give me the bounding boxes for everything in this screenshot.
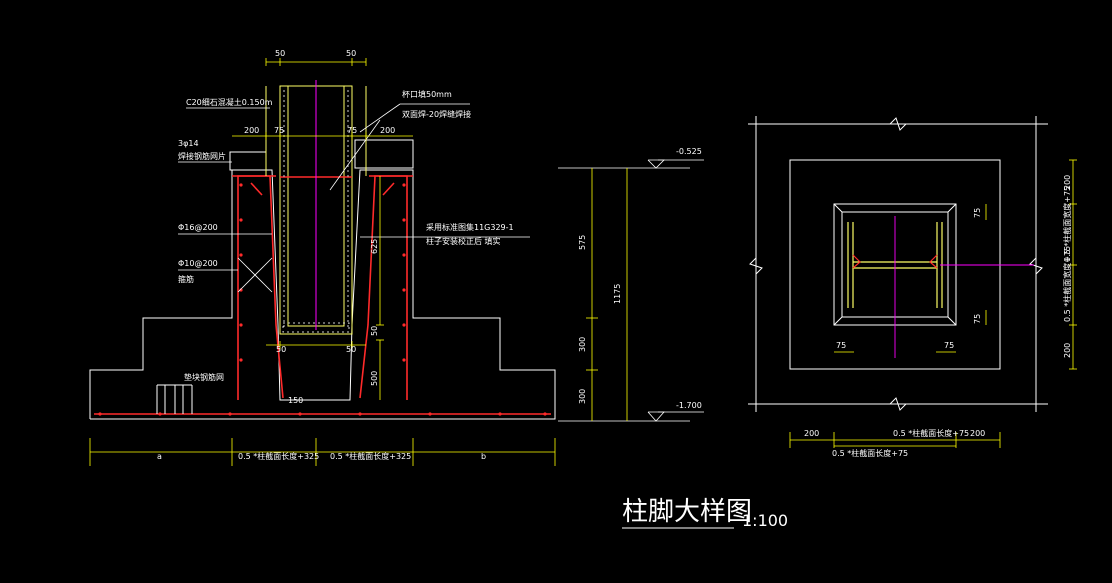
- plan-right-dim-200-bottom: 200: [1063, 343, 1072, 358]
- label-cup-gap: 杯口填50mm: [402, 89, 452, 99]
- dim-top-left: 50: [275, 49, 285, 58]
- plan-right-dim-half-top: 0.5 *柱截面宽度+75: [1062, 186, 1072, 262]
- plan-inner-dim-top: 75: [973, 208, 982, 218]
- dim-bottom-50-right: 50: [346, 345, 356, 354]
- section-texts: 50 50 200 75 75 200 50 50 150 625 50 500…: [157, 49, 514, 461]
- elevation-dim-lines: [586, 168, 628, 421]
- plan-inner-dim-left: 75: [836, 341, 846, 350]
- top-blocks: [229, 139, 414, 171]
- elevation-texts: -0.525 -1.700 575 300 300 1175: [578, 147, 702, 410]
- bottom-label-a: a: [157, 452, 162, 461]
- elev-dim-300-a: 300: [578, 337, 587, 352]
- grout-fill: [282, 90, 350, 333]
- dim-top-right: 50: [346, 49, 356, 58]
- drawing-title: 柱脚大样图: [622, 497, 752, 527]
- label-phi10: Φ10@200: [178, 259, 218, 268]
- dim-50-side: 50: [370, 326, 379, 336]
- label-c20: C20细石混凝土0.150m: [186, 97, 273, 107]
- label-spacer: 垫块钢筋网: [184, 372, 224, 382]
- elevation-lines: [558, 159, 704, 422]
- level-top: -0.525: [676, 147, 702, 156]
- plan-inner-dim-bottom: 75: [973, 314, 982, 324]
- plan-outline: [748, 116, 1048, 412]
- dim-mid-75-left: 75: [274, 126, 284, 135]
- drawing-scale: 1:100: [742, 511, 788, 530]
- anchor-bolts: [156, 384, 193, 414]
- plan-centerlines: [894, 216, 1034, 358]
- dim-625: 625: [370, 239, 379, 254]
- plan-right-dim-half-bottom: 0.5 *柱截面宽度+75: [1062, 246, 1072, 322]
- bottom-label-b: b: [481, 452, 486, 461]
- plan-bottom-dim-half-2: 0.5 *柱截面长度+75: [832, 448, 908, 458]
- plan-bottom-dim-200-left: 200: [804, 429, 819, 438]
- plan-bottom-dim-half: 0.5 *柱截面长度+75: [893, 428, 969, 438]
- label-rebar3: 3φ14: [178, 139, 199, 148]
- foundation-outline: [89, 169, 556, 420]
- plan-dim-lines: [789, 159, 1077, 448]
- dim-150: 150: [288, 396, 303, 405]
- bottom-label-right-half: 0.5 *柱截面长度+325: [330, 451, 411, 461]
- plan-right-dim-200-top: 200: [1063, 175, 1072, 190]
- rebar-cage: [94, 175, 551, 415]
- label-phi10-note: 箍筋: [178, 274, 194, 284]
- leader-lines: [178, 103, 530, 293]
- dim-500: 500: [370, 371, 379, 386]
- label-standard-2: 柱子安装校正后 填实: [426, 236, 501, 246]
- bottom-label-left-half: 0.5 *柱截面长度+325: [238, 451, 319, 461]
- dim-mid-200-right: 200: [380, 126, 395, 135]
- label-cup-fill: 双面焊-20焊缝焊接: [402, 109, 471, 119]
- elev-dim-total: 1175: [613, 284, 622, 304]
- label-phi16: Φ16@200: [178, 223, 218, 232]
- plan-inner-dim-right: 75: [944, 341, 954, 350]
- dim-mid-75-right: 75: [347, 126, 357, 135]
- label-rebar3-note: 焊接钢筋网片: [178, 151, 226, 161]
- plan-bottom-dim-200-right: 200: [970, 429, 985, 438]
- elev-dim-575: 575: [578, 235, 587, 250]
- section-dim-lines: [89, 58, 556, 466]
- elev-dim-300-b: 300: [578, 389, 587, 404]
- label-standard-1: 采用标准图集11G329-1: [426, 222, 514, 232]
- rebar-dots: [98, 183, 547, 416]
- dim-mid-200-left: 200: [244, 126, 259, 135]
- dim-bottom-50-left: 50: [276, 345, 286, 354]
- level-bottom: -1.700: [676, 401, 702, 410]
- plan-rebar: [852, 254, 938, 269]
- plan-texts: 200 0.5 *柱截面宽度+75 0.5 *柱截面宽度+75 200 75 7…: [804, 175, 1072, 458]
